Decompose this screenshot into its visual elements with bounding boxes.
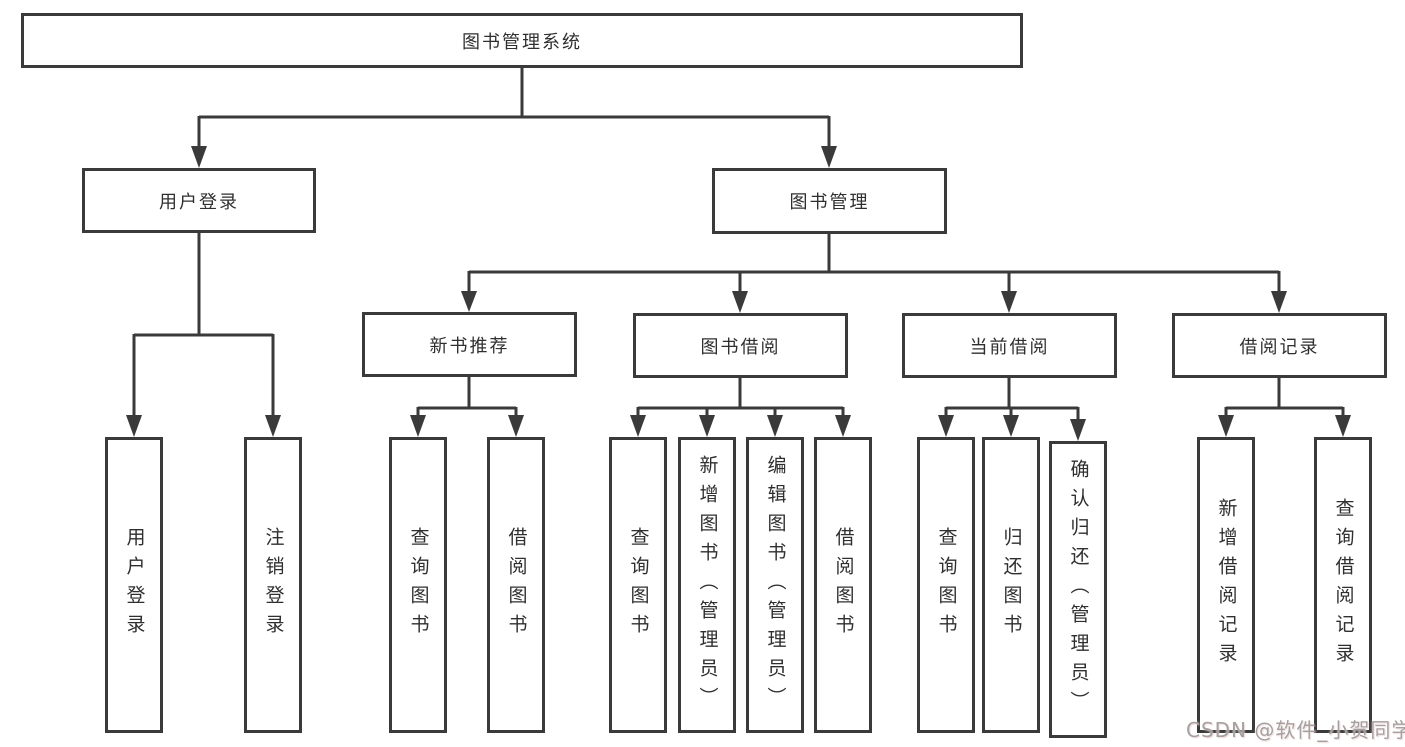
leaf-confirm-return-admin-label: 确认归还（管理员） [1067, 459, 1090, 720]
node-borrowing-records-label: 借阅记录 [1239, 336, 1320, 358]
node-current-borrowing: 当前借阅 [902, 313, 1117, 378]
leaf-newbook-borrow-books-label: 借阅图书 [505, 527, 528, 643]
node-book-management-system: 图书管理系统 [21, 13, 1023, 68]
leaf-return-books-label: 归还图书 [1000, 527, 1023, 643]
node-book-borrowing: 图书借阅 [633, 313, 848, 378]
leaf-borrow-books-label: 借阅图书 [832, 527, 855, 643]
leaf-borrow-books: 借阅图书 [814, 437, 872, 733]
csdn-watermark: CSDN @软件_小贺同学 [1186, 718, 1405, 742]
node-book-management-label: 图书管理 [789, 192, 870, 213]
leaf-add-borrow-record: 新增借阅记录 [1197, 437, 1255, 733]
leaf-newbook-query-books: 查询图书 [389, 437, 447, 733]
leaf-borrow-query-books: 查询图书 [609, 437, 667, 733]
leaf-query-borrow-record-label: 查询借阅记录 [1332, 498, 1355, 672]
leaf-newbook-query-books-label: 查询图书 [407, 527, 430, 643]
node-book-borrowing-label: 图书借阅 [700, 336, 781, 358]
leaf-query-borrow-record: 查询借阅记录 [1314, 437, 1372, 733]
leaf-current-query-books: 查询图书 [917, 437, 975, 733]
leaf-logout: 注销登录 [244, 437, 302, 733]
node-user-login: 用户登录 [82, 168, 316, 233]
node-current-borrowing-label: 当前借阅 [969, 336, 1050, 358]
leaf-newbook-borrow-books: 借阅图书 [487, 437, 545, 733]
leaf-confirm-return-admin: 确认归还（管理员） [1049, 441, 1107, 738]
leaf-edit-books-admin-label: 编辑图书（管理员） [764, 454, 787, 716]
node-user-login-label: 用户登录 [159, 191, 239, 213]
leaf-add-borrow-record-label: 新增借阅记录 [1215, 498, 1238, 672]
leaf-add-books-admin: 新增图书（管理员） [678, 437, 736, 733]
node-new-book-recommend: 新书推荐 [362, 312, 577, 377]
leaf-current-query-books-label: 查询图书 [935, 527, 958, 643]
leaf-add-books-admin-label: 新增图书（管理员） [696, 454, 719, 716]
leaf-edit-books-admin: 编辑图书（管理员） [746, 437, 804, 733]
node-new-book-recommend-label: 新书推荐 [429, 335, 510, 357]
leaf-user-login-label: 用户登录 [123, 527, 146, 643]
node-borrowing-records: 借阅记录 [1172, 313, 1387, 378]
leaf-logout-label: 注销登录 [262, 527, 285, 643]
node-book-management: 图书管理 [712, 168, 947, 234]
leaf-borrow-query-books-label: 查询图书 [627, 527, 650, 643]
leaf-user-login: 用户登录 [105, 437, 163, 733]
node-book-management-system-label: 图书管理系统 [462, 31, 582, 53]
leaf-return-books: 归还图书 [982, 437, 1040, 733]
